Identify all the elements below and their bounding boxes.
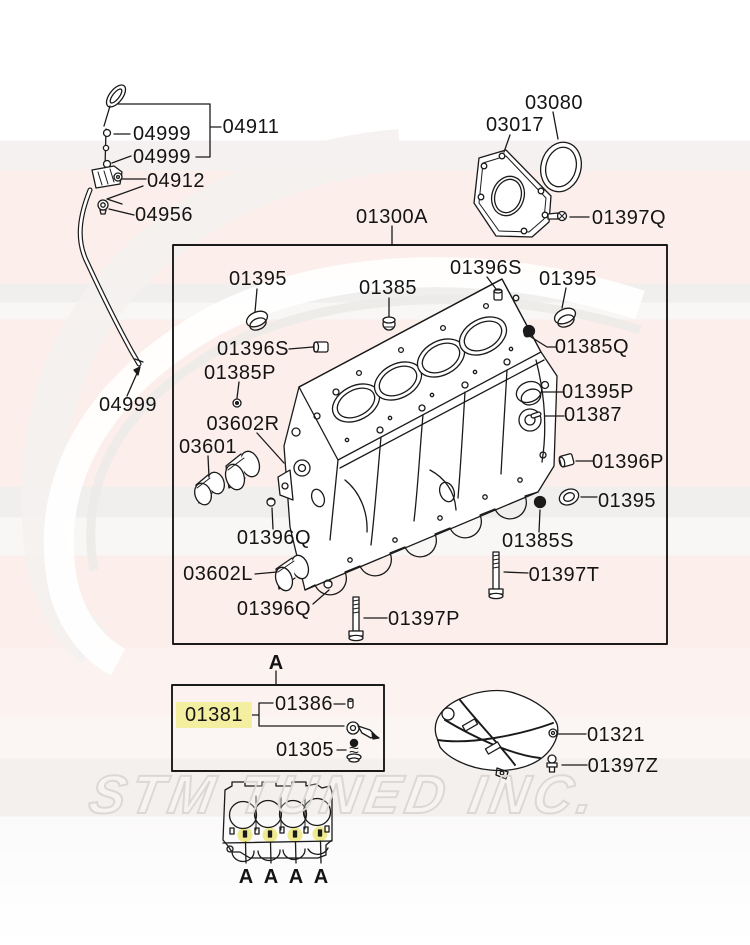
cylinder-marker-a3: A xyxy=(288,866,304,888)
oil-jet-drawing xyxy=(346,721,380,740)
part-label-block-assembly: 01300A xyxy=(356,206,428,228)
dowel-01396S-left-drawing xyxy=(312,341,329,353)
part-label-baffle-plate: 01321 xyxy=(586,724,646,746)
part-label-plug-small: 01385Q xyxy=(554,336,630,358)
block-bottom-view-drawing xyxy=(222,781,333,863)
dowel-01396P-drawing xyxy=(558,453,575,468)
part-label-bearing-left: 03602L xyxy=(183,563,253,585)
part-label-oil-seal: 03080 xyxy=(524,92,584,114)
part-label-plug-rear: 01395P xyxy=(562,381,634,403)
part-label-plug-top-right: 01395 xyxy=(538,268,598,290)
pin-01386-drawing xyxy=(347,698,354,709)
part-label-plug-front: 01385P xyxy=(204,362,276,384)
bearing-03601-drawing xyxy=(194,471,225,506)
cylinder-marker-a4: A xyxy=(313,866,329,888)
part-label-cap: 01385 xyxy=(358,277,418,299)
bearing-03602L-drawing xyxy=(274,554,310,592)
plug-01395P-drawing xyxy=(515,380,543,406)
part-label-bolt-long: 01397T xyxy=(528,564,600,586)
cylinder-block-drawing xyxy=(277,278,558,596)
part-label-dowel-rear: 01396P xyxy=(592,451,664,473)
plug-01395-right-drawing xyxy=(558,488,580,506)
bolt-01397Q-drawing xyxy=(547,210,568,222)
part-label-seal-bolt: 01397Q xyxy=(591,207,667,229)
cap-01385-drawing xyxy=(382,316,396,331)
baffle-plate-drawing xyxy=(434,689,559,780)
part-label-tube-bracket: 04912 xyxy=(146,170,206,192)
rear-oil-seal-drawing xyxy=(539,141,583,193)
cylinder-marker-a1: A xyxy=(238,866,254,888)
part-label-plug-bottom: 01385S xyxy=(502,530,574,552)
dowel-01396S-top-drawing xyxy=(493,288,503,301)
bearing-03602R-drawing xyxy=(224,450,261,491)
oil-jet-detail-box xyxy=(171,684,385,772)
part-label-jet-pin: 01386 xyxy=(274,693,334,715)
part-label-plug-top-left: 01395 xyxy=(228,268,288,290)
part-label-dipstick-bolt: 04956 xyxy=(134,204,194,226)
plug-01395-top-right-drawing xyxy=(553,307,577,328)
plug-01385P-drawing xyxy=(232,398,242,408)
dowel-01396Q-mid-drawing xyxy=(266,497,276,507)
part-label-dowel-top-right: 01396S xyxy=(450,257,522,279)
part-label-bolt-pan: 01397P xyxy=(388,608,460,630)
rear-seal-case-drawing xyxy=(473,149,552,238)
part-label-dowel-bottom: 01396Q xyxy=(236,598,312,620)
plug-01395-top-left-drawing xyxy=(245,310,269,331)
part-label-dowel-pin: 01387 xyxy=(563,404,623,426)
watermark-text: STM TUNED INC. xyxy=(84,764,605,826)
pin-01387-drawing xyxy=(530,411,542,419)
plug-01385S-drawing xyxy=(533,495,547,509)
part-label-seal-case: 03017 xyxy=(485,114,545,136)
part-label-oil-level-gauge: 04999 xyxy=(98,394,158,416)
main-parts-box xyxy=(172,244,668,645)
plug-01385Q-drawing xyxy=(522,324,536,338)
bolt-01397Z-drawing xyxy=(546,754,558,773)
cylinder-marker-a2: A xyxy=(263,866,279,888)
bolt-01397P-drawing xyxy=(348,596,364,642)
part-label-dowel-mid: 01396Q xyxy=(236,527,312,549)
dowel-01396Q-bottom-drawing xyxy=(323,579,333,589)
dipstick-drawing xyxy=(77,84,144,367)
part-label-gauge-assembly: 04911 xyxy=(222,116,280,138)
section-marker-a: A xyxy=(268,652,284,674)
bolt-01397T-drawing xyxy=(488,551,504,600)
leader-lines xyxy=(106,103,598,864)
part-label-baffle-bolt: 01397Z xyxy=(587,755,659,777)
check-valve-01305-drawing xyxy=(346,738,362,763)
part-label-plug-right: 01395 xyxy=(597,490,657,512)
part-label-oil-jet-highlighted: 01381 xyxy=(175,702,253,728)
part-label-oring-lower: 04999 xyxy=(132,146,192,168)
part-label-bearing-rear: 03602R xyxy=(206,413,280,435)
part-label-bearing-front: 03601 xyxy=(178,436,238,458)
part-label-oring-upper: 04999 xyxy=(132,123,192,145)
part-label-dowel-left: 01396S xyxy=(217,338,289,360)
part-label-check-valve: 01305 xyxy=(275,739,335,761)
